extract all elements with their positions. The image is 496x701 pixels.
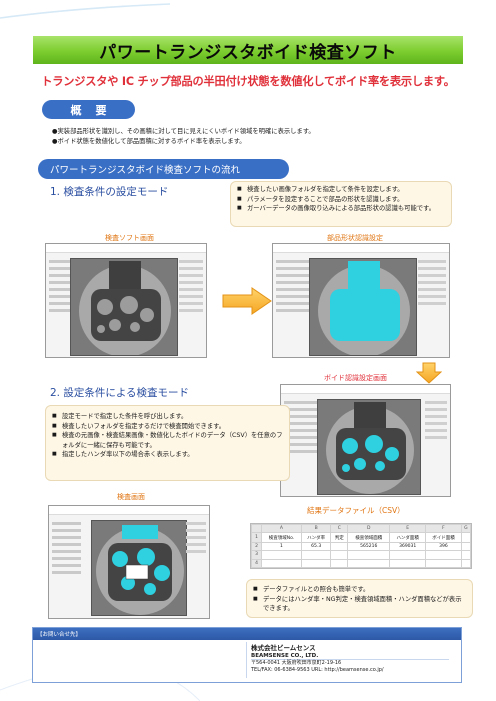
- bullet-text: パラメータを設定することで部品の形状を認識します。: [247, 195, 404, 203]
- shape-recognition-image: [310, 259, 416, 355]
- void-recognition-screenshot: [280, 384, 451, 497]
- overview-list: ●実装部品形状を識別し、その画積に対して目に見えにくいボイド領域を明確に表示しま…: [52, 127, 315, 147]
- square-bullet-icon: ■: [253, 595, 258, 602]
- csv-cell: [251, 523, 262, 534]
- overview-item: ●ボイド状態を数値化して部品面積に対するボイド率を表示します。: [52, 138, 246, 145]
- bullet-row: ■ 設定モードで指定した条件を呼び出します。: [52, 412, 283, 422]
- bullet-row: ■ 検査したい画像フォルダを指定して条件を設定します。: [237, 185, 445, 195]
- csv-cell: B: [300, 523, 332, 534]
- bullet-row: ■ データにはハンダ率・NG判定・検査領域面積・ハンダ面積などが表示できます。: [253, 595, 466, 614]
- step2-title: 2. 設定条件による検査モード: [50, 387, 190, 399]
- void-recognition-image: [318, 400, 420, 494]
- csv-cell: [460, 541, 472, 552]
- bullet-text: 設定モードで指定した条件を呼び出します。: [62, 413, 188, 420]
- step1-title: 1. 検査条件の設定モード: [50, 186, 169, 198]
- square-bullet-icon: ■: [237, 186, 242, 192]
- csv-result-table: A B C D E F G 1 検査領域No. ハンダ率 判定 検査領域面積 ハ…: [250, 523, 472, 569]
- step1-bullets: ■ 検査したい画像フォルダを指定して条件を設定します。 ■ パラメータを設定すること…: [230, 181, 452, 227]
- bullet-text: データにはハンダ率・NG判定・検査領域面積・ハンダ面積などが表示できます。: [263, 595, 462, 613]
- bullet-text: 検査したいフォルダを指定するだけで検査開始できます。: [62, 422, 226, 430]
- step2-bullets: ■ 設定モードで指定した条件を呼び出します。 ■ 検査したいフォルダを指定するだけで…: [45, 405, 290, 481]
- csv-cell: 65.3: [300, 541, 332, 552]
- void-setting-label: ボイド認識設定画面: [324, 374, 387, 382]
- csv-cell: [460, 532, 472, 544]
- csv-cell: ボイド面積: [425, 532, 462, 544]
- csv-data-row: 2 1 65.3 565216 369031 396: [251, 541, 472, 552]
- inspection-result-screenshot: [48, 505, 210, 619]
- company-address: 〒564-0041 大阪府吹田市泉町2-19-16: [251, 660, 342, 666]
- csv-cell: 検査領域面積: [347, 532, 391, 544]
- csv-cell: 判定: [330, 532, 349, 544]
- bullet-row: ■ データファイルとの照合も簡単です。: [253, 585, 466, 595]
- contact-details: 株式会社ビームセンス BEAMSENSE CO., LTD. 〒564-0041…: [251, 644, 384, 674]
- contact-rule: [251, 659, 449, 660]
- bullet-text: データファイルとの照合も簡単です。: [263, 586, 370, 593]
- arrow-down-icon: [416, 362, 442, 384]
- square-bullet-icon: ■: [253, 586, 258, 592]
- square-bullet-icon: ■: [237, 195, 242, 202]
- overview-heading: 概要: [42, 100, 135, 119]
- csv-cell: G: [460, 523, 472, 534]
- csv-cell: 396: [425, 541, 462, 552]
- bullet-text: ガーバーデータの画像取り込みによる部品形状の認識も可能です。: [247, 205, 436, 212]
- shape-recognition-screenshot: [272, 243, 450, 358]
- result-bullets: ■ データファイルとの照合も簡単です。 ■ データにはハンダ率・NG判定・検査領域面…: [246, 579, 473, 618]
- csv-cell: 4: [251, 558, 262, 569]
- csv-empty-row: 4: [251, 558, 472, 569]
- csv-cell: 369031: [389, 541, 427, 552]
- inspection-result-image: [92, 521, 186, 615]
- csv-header-row: 1 検査領域No. ハンダ率 判定 検査領域面積 ハンダ面積 ボイド面積: [251, 532, 472, 544]
- csv-cell: 3: [251, 550, 262, 560]
- page-subtitle: トランジスタや IC チップ部品の半田付け状態を数値化してボイド率を表示します。: [41, 75, 455, 88]
- contact-label: 【お問い合せ先】: [33, 628, 461, 640]
- bullet-text: 検査したい画像フォルダを指定して条件を設定します。: [247, 186, 404, 193]
- inspection-software-screenshot: [45, 243, 207, 358]
- bullet-row: ■ ガーバーデータの画像取り込みによる部品形状の認識も可能です。: [237, 204, 445, 214]
- page-title: パワートランジスタボイド検査ソフト: [99, 42, 397, 63]
- flow-heading: パワートランジスタボイド検査ソフトの流れ: [38, 159, 289, 179]
- square-bullet-icon: ■: [237, 205, 242, 211]
- csv-cell: F: [425, 523, 462, 534]
- csv-cell: C: [330, 523, 349, 534]
- bullet-row: ■ パラメータを設定することで部品の形状を認識します。: [237, 195, 445, 205]
- csv-file-label: 結果データファイル（CSV）: [307, 506, 405, 515]
- bullet-text: 検査の元画像・検査結果画像・数値化したボイドのデータ（CSV）を任意のフォルダに…: [62, 432, 283, 449]
- shape-setting-label: 部品形状認識設定: [327, 234, 383, 242]
- company-name-en: BEAMSENSE CO., LTD.: [251, 653, 319, 659]
- contact-box: 【お問い合せ先】 株式会社ビームセンス BEAMSENSE CO., LTD. …: [32, 627, 462, 683]
- inspection-screen-label: 検査ソフト画面: [105, 234, 154, 242]
- xray-image: [71, 259, 177, 355]
- company-name: 株式会社ビームセンス: [251, 644, 316, 652]
- csv-cell: ハンダ面積: [389, 532, 427, 544]
- csv-cell: D: [347, 523, 391, 534]
- csv-cell: 検査領域No.: [261, 532, 302, 544]
- title-banner: パワートランジスタボイド検査ソフト: [33, 36, 463, 64]
- csv-cell: A: [261, 523, 302, 534]
- csv-cell: ハンダ率: [300, 532, 332, 544]
- csv-column-header-row: A B C D E F G: [251, 523, 472, 534]
- csv-empty-row: 3: [251, 550, 472, 560]
- csv-cell: 1: [251, 532, 262, 544]
- overview-item: ●実装部品形状を識別し、その画積に対して目に見えにくいボイド領域を明確に表示しま…: [52, 128, 315, 135]
- csv-cell: 565216: [347, 541, 391, 552]
- contact-divider: [246, 642, 247, 678]
- csv-cell: 1: [261, 541, 302, 552]
- square-bullet-icon: ■: [52, 422, 57, 429]
- bullet-row: ■ 指定したハンダ率以下の場合赤く表示します。: [52, 450, 283, 460]
- csv-cell: [330, 541, 349, 552]
- square-bullet-icon: ■: [52, 451, 57, 457]
- csv-cell: 2: [251, 541, 262, 552]
- arrow-right-icon: [222, 287, 272, 315]
- square-bullet-icon: ■: [52, 413, 57, 419]
- bullet-text: 指定したハンダ率以下の場合赤く表示します。: [62, 451, 194, 458]
- csv-cell: E: [389, 523, 427, 534]
- bullet-row: ■ 検査の元画像・検査結果画像・数値化したボイドのデータ（CSV）を任意のフォルダ…: [52, 431, 283, 450]
- inspection-result-label: 検査画面: [117, 493, 145, 501]
- bullet-row: ■ 検査したいフォルダを指定するだけで検査開始できます。: [52, 422, 283, 432]
- square-bullet-icon: ■: [52, 432, 57, 438]
- company-tel-url: TEL/FAX: 06-6384-9563 URL: http://beamse…: [251, 667, 384, 673]
